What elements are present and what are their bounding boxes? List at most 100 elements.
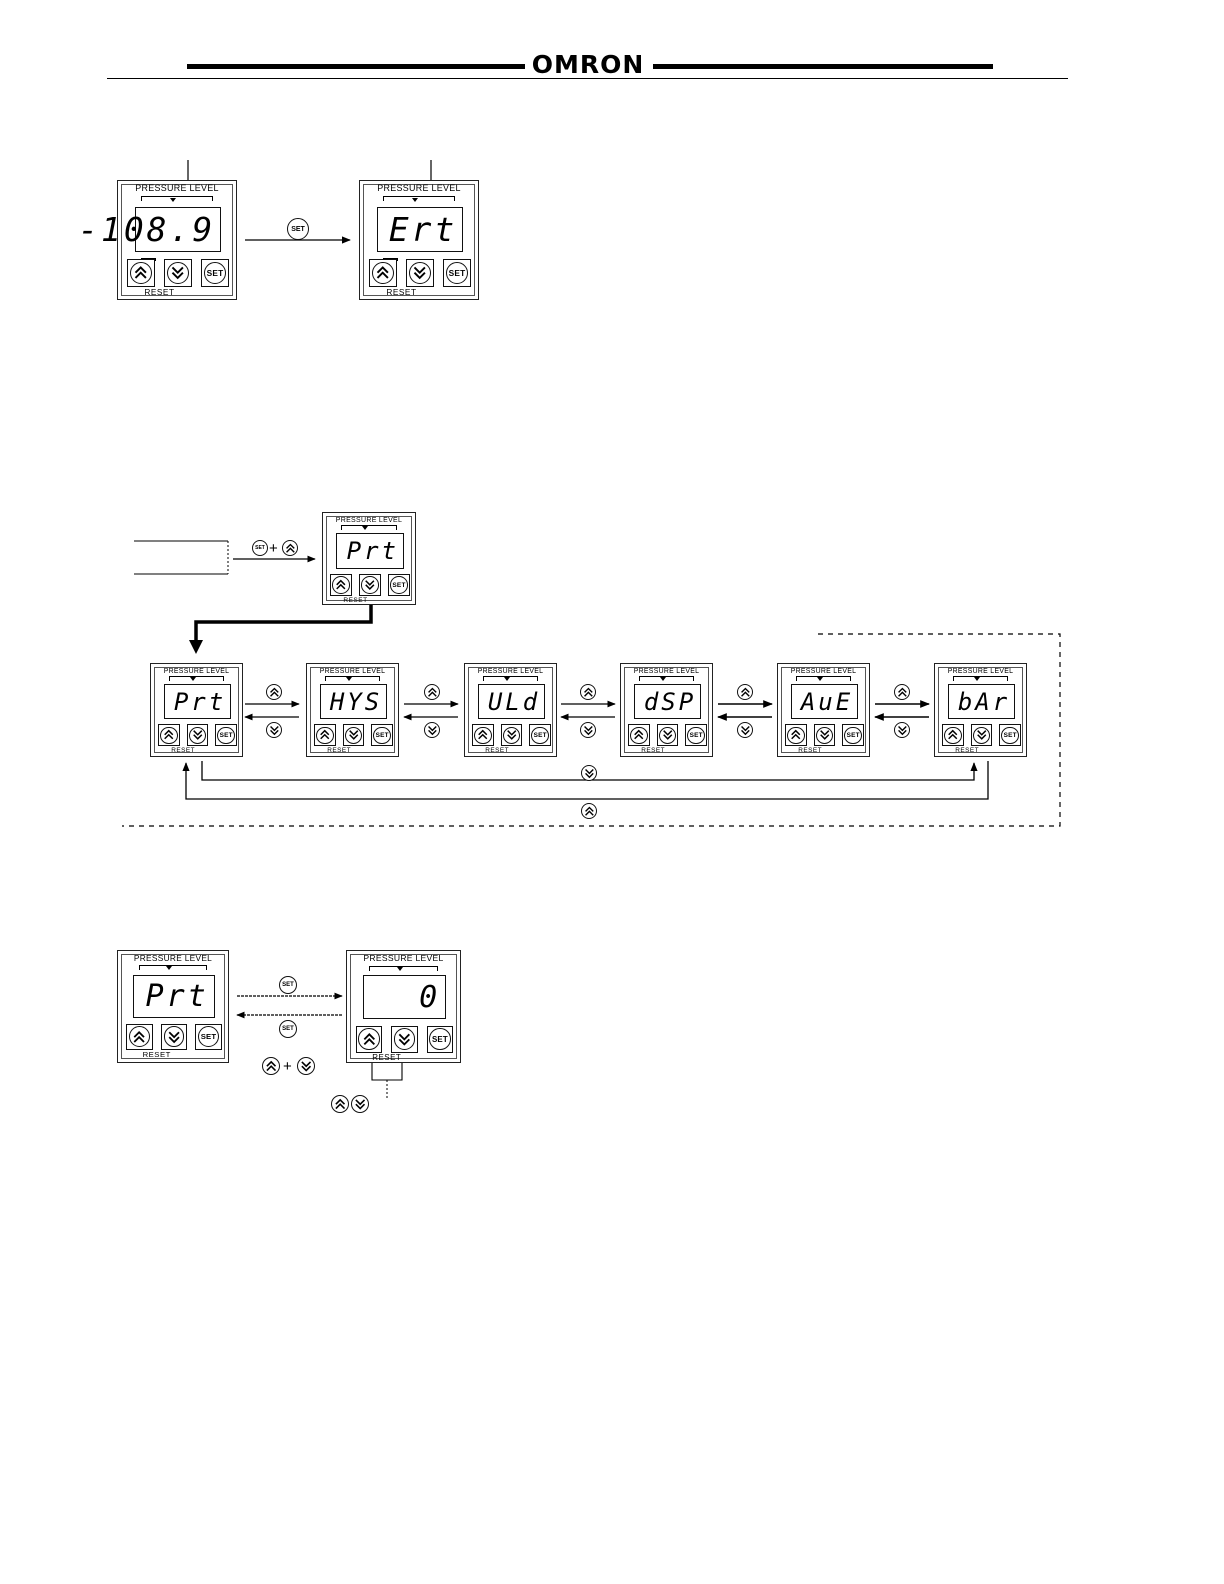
display-value: 0 xyxy=(419,979,441,1015)
down-button[interactable] xyxy=(813,724,836,747)
down-button[interactable] xyxy=(500,724,523,747)
set-button[interactable]: SET xyxy=(388,574,410,596)
up-button[interactable] xyxy=(627,724,650,747)
up-key-icon xyxy=(474,726,492,744)
up-key-icon xyxy=(128,1026,150,1048)
set-button[interactable]: SET xyxy=(215,724,238,747)
up-button[interactable] xyxy=(368,258,397,287)
set-key-icon: SET xyxy=(844,726,862,744)
up-button[interactable] xyxy=(126,258,155,287)
up-button[interactable] xyxy=(784,724,807,747)
reset-label: RESET xyxy=(641,747,666,755)
down-key-icon xyxy=(297,1057,315,1075)
lcd-display: HYS xyxy=(319,683,388,720)
brand-logo: OMRON xyxy=(531,50,645,79)
set-button-label: SET xyxy=(533,731,547,739)
lcd-display: 0 xyxy=(362,975,447,1020)
down-button[interactable] xyxy=(163,258,193,287)
level-marker-icon xyxy=(362,526,368,530)
set-button-label: SET xyxy=(689,731,703,739)
lcd-display: ULd xyxy=(477,683,546,720)
level-scale xyxy=(139,965,207,971)
set-key-icon: SET xyxy=(217,726,235,744)
pressure-level-label: PRESSURE LEVEL xyxy=(319,668,386,675)
down-button[interactable] xyxy=(342,724,365,747)
up-button[interactable] xyxy=(157,724,180,747)
down-key-icon xyxy=(737,722,753,738)
down-key-icon xyxy=(344,726,363,744)
set-button[interactable]: SET xyxy=(529,724,552,747)
set-key-label: SET xyxy=(255,545,265,551)
set-key-label: SET xyxy=(282,982,294,988)
up-button[interactable] xyxy=(313,724,336,747)
reset-label: RESET xyxy=(372,1052,402,1062)
up-key-icon xyxy=(737,684,753,700)
lcd-display: dSP xyxy=(633,683,702,720)
up-key-icon xyxy=(160,726,178,744)
set-key-icon: SET xyxy=(390,576,408,594)
reset-label: RESET xyxy=(485,747,510,755)
up-button[interactable] xyxy=(126,1023,153,1050)
up-key-icon xyxy=(581,803,597,819)
reset-label: RESET xyxy=(144,286,175,297)
set-key-icon: SET xyxy=(531,726,549,744)
set-key-icon: SET xyxy=(198,1026,220,1048)
lcd-display: Prt xyxy=(133,974,215,1018)
set-key-icon: SET xyxy=(279,1020,297,1038)
set-button[interactable]: SET xyxy=(200,258,230,287)
level-scale xyxy=(382,196,456,202)
lcd-display: bAr xyxy=(947,683,1016,720)
set-button-label: SET xyxy=(206,267,224,278)
display-value: Ert xyxy=(388,210,458,249)
pressure-level-label: PRESSURE LEVEL xyxy=(477,668,544,675)
down-button[interactable] xyxy=(160,1023,188,1050)
down-key-icon xyxy=(266,722,282,738)
set-button[interactable]: SET xyxy=(442,258,472,287)
set-button-label: SET xyxy=(1003,731,1017,739)
up-button[interactable] xyxy=(471,724,494,747)
down-key-icon xyxy=(408,261,432,285)
up-key-icon xyxy=(424,684,440,700)
down-button[interactable] xyxy=(405,258,435,287)
set-key-icon: SET xyxy=(252,540,268,556)
down-button[interactable] xyxy=(970,724,993,747)
up-key-icon xyxy=(282,540,298,556)
down-button[interactable] xyxy=(186,724,209,747)
down-button[interactable] xyxy=(656,724,679,747)
set-button-label: SET xyxy=(200,1032,217,1042)
pressure-level-label: PRESSURE LEVEL xyxy=(633,668,700,675)
set-button[interactable]: SET xyxy=(685,724,708,747)
set-button[interactable]: SET xyxy=(999,724,1022,747)
lcd-display: Prt xyxy=(163,683,232,720)
set-button[interactable]: SET xyxy=(371,724,394,747)
pressure-level-label: PRESSURE LEVEL xyxy=(163,668,230,675)
reset-label: RESET xyxy=(798,747,823,755)
level-marker-icon xyxy=(189,676,196,681)
reset-label: RESET xyxy=(955,747,980,755)
set-button[interactable]: SET xyxy=(426,1025,454,1053)
down-button[interactable] xyxy=(391,1025,418,1053)
up-button[interactable] xyxy=(941,724,964,747)
display-value: ULd xyxy=(487,687,541,716)
up-key-icon xyxy=(630,726,648,744)
down-button[interactable] xyxy=(359,574,381,596)
set-key-icon: SET xyxy=(687,726,705,744)
set-key-icon: SET xyxy=(287,218,309,240)
up-button[interactable] xyxy=(330,574,352,596)
down-key-icon xyxy=(972,726,991,744)
plus-sign: + xyxy=(283,1058,292,1075)
up-button[interactable] xyxy=(355,1025,383,1053)
set-button[interactable]: SET xyxy=(842,724,865,747)
up-key-icon xyxy=(316,726,334,744)
up-key-icon xyxy=(580,684,596,700)
display-value: Prt xyxy=(145,978,209,1014)
set-button[interactable]: SET xyxy=(195,1023,222,1050)
level-scale xyxy=(140,196,214,202)
set-key-icon: SET xyxy=(429,1028,451,1050)
